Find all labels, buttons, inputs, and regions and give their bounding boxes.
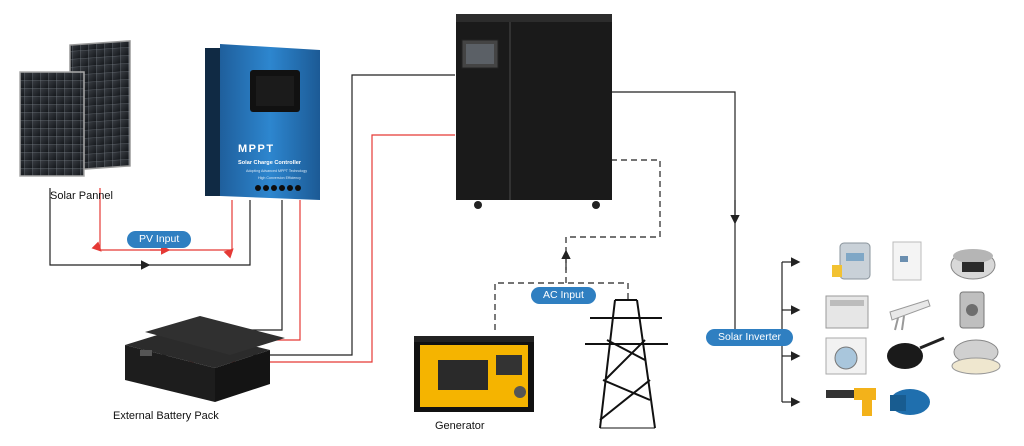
generator-label: Generator [435,420,485,432]
appliances [825,241,1001,416]
juicer-icon [959,291,985,329]
water-pump-icon [890,389,930,415]
frying-pan-icon [887,336,945,369]
inverter-output-wire [612,91,736,345]
solar-panel-icon [19,40,131,177]
controller-subline: High Conversion Efficiency [258,176,301,180]
rice-cooker-icon [950,249,996,280]
pv-input-badge: PV Input [127,231,192,248]
generator-icon [414,336,534,412]
waffle-maker-icon [951,339,1001,375]
drill-icon [826,388,876,416]
dishwasher-icon [825,295,869,329]
washing-machine-icon [825,337,867,375]
solar-inverter-badge: Solar Inverter [706,329,794,346]
controller-title: Solar Charge Controller [238,160,302,166]
ac-input-badge: AC Input [531,287,596,304]
transmission-tower-icon [585,299,668,429]
battery-pack-icon [125,316,285,402]
inverter-cabinet [456,14,612,209]
battery-inverter-red [175,134,455,363]
controller-brand: MPPT [238,143,275,155]
mixer-icon [889,299,931,331]
controller-tagline: Adopting Advanced MPPT Technology [246,169,307,173]
controller-buttons [255,185,301,191]
solar-panel-label: Solar Pannel [50,190,113,202]
ac-input-dashed [494,282,629,330]
battery-label: External Battery Pack [113,410,219,422]
water-heater-icon [832,242,871,280]
fridge-icon [892,241,922,281]
mppt-controller: MPPT Solar Charge Controller Adopting Ad… [205,44,320,200]
